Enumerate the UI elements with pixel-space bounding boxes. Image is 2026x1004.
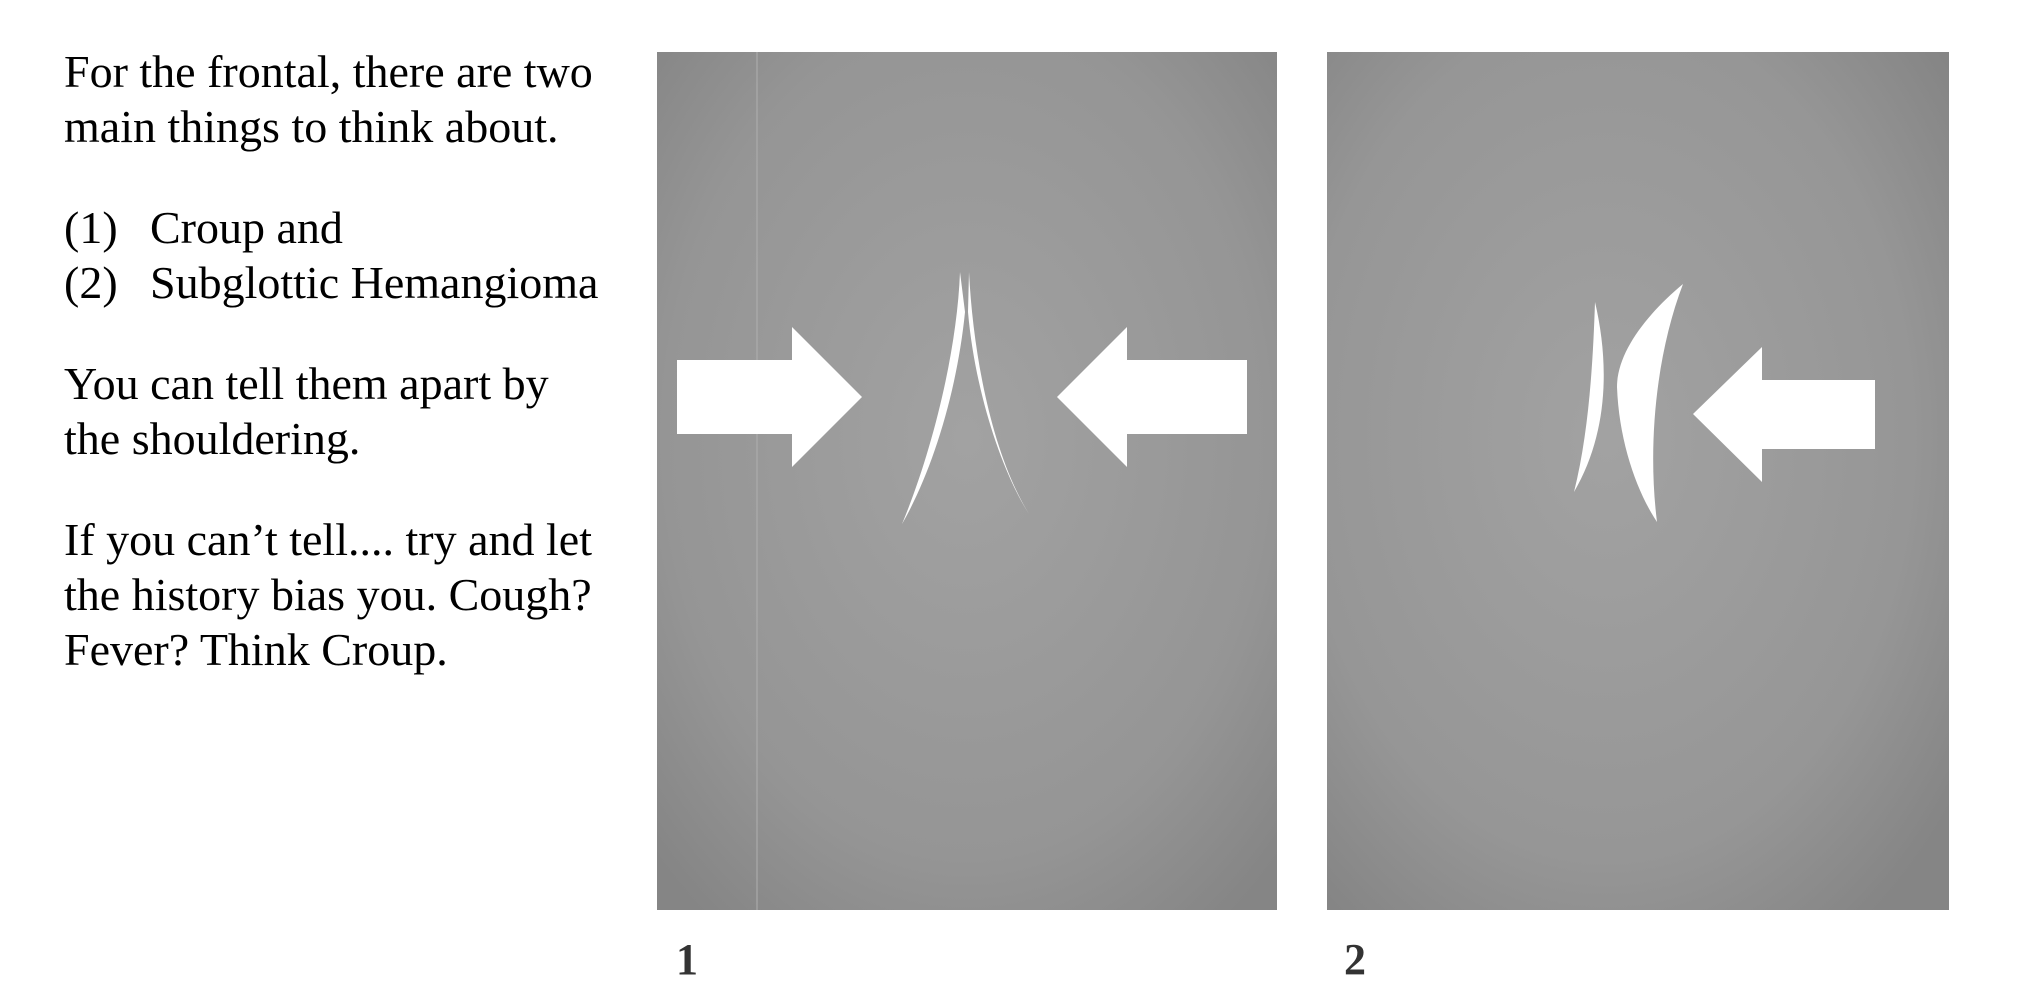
list-number: (1) bbox=[64, 202, 118, 253]
diagnosis-list: (1) Croup and (2) Subglottic Hemangioma bbox=[64, 200, 604, 310]
tell-apart-paragraph: You can tell them apart by the shoulderi… bbox=[64, 358, 549, 464]
figure-2-label: 2 bbox=[1344, 935, 1366, 984]
list-item: (2) Subglottic Hemangioma bbox=[64, 255, 604, 310]
airway-wall-left bbox=[1574, 302, 1604, 492]
explanation-text: For the frontal, there are two main thin… bbox=[64, 44, 604, 723]
figure-1-drawing bbox=[657, 52, 1277, 910]
arrow-left-icon bbox=[1057, 327, 1247, 467]
airway-wall-left bbox=[902, 272, 965, 524]
list-number: (2) bbox=[64, 257, 118, 308]
intro-paragraph: For the frontal, there are two main thin… bbox=[64, 46, 593, 152]
list-label: Croup and bbox=[150, 202, 343, 253]
figure-1-radiograph bbox=[657, 52, 1277, 910]
arrow-left-icon bbox=[1693, 347, 1875, 482]
figure-2-radiograph bbox=[1327, 52, 1949, 910]
arrow-right-icon bbox=[677, 327, 862, 467]
figure-1-label: 1 bbox=[676, 935, 698, 984]
airway-wall-right-mass bbox=[1617, 284, 1683, 522]
panel-background bbox=[657, 52, 1277, 910]
history-tip-paragraph: If you can’t tell.... try and let the hi… bbox=[64, 514, 592, 675]
figure-2-drawing bbox=[1327, 52, 1949, 910]
list-label: Subglottic Hemangioma bbox=[150, 257, 599, 308]
list-item: (1) Croup and bbox=[64, 200, 604, 255]
